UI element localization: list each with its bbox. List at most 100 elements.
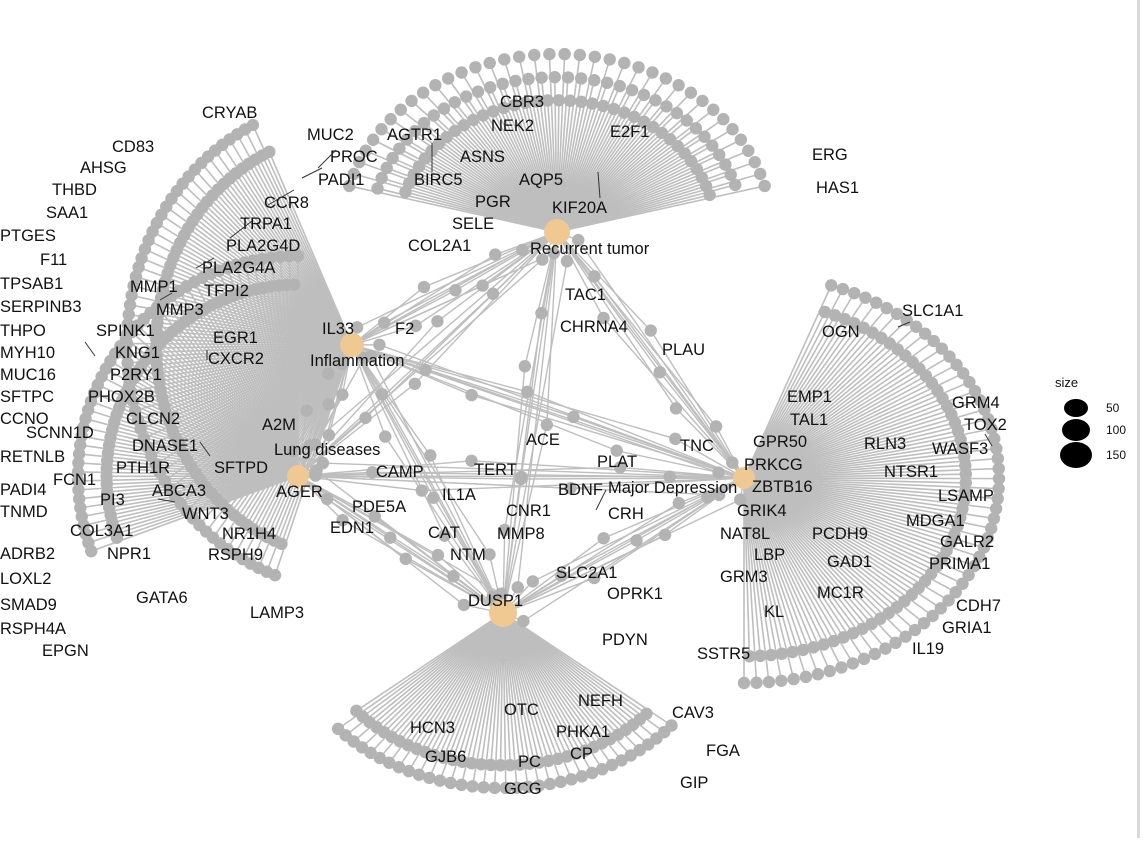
gene-label-f11: F11: [40, 251, 67, 269]
gene-node: [509, 75, 521, 87]
gene-label-col2a1: COL2A1: [408, 237, 471, 255]
gene-node: [776, 648, 788, 660]
gene-label-p2ry1: P2RY1: [110, 366, 162, 384]
gene-node: [848, 287, 860, 299]
gene-label-cd83: CD83: [112, 138, 154, 156]
shared-gene-node: [431, 315, 443, 327]
gene-label-abca3: ABCA3: [152, 482, 206, 500]
gene-node: [859, 292, 871, 304]
gene-label-tert: TERT: [474, 461, 517, 479]
gene-label-kif20a: KIF20A: [552, 199, 607, 217]
gene-label-lamp3: LAMP3: [250, 604, 304, 622]
gene-label-scnn1d: SCNN1D: [26, 424, 94, 442]
gene-label-kng1: KNG1: [115, 344, 160, 362]
gene-label-sftpc: SFTPC: [0, 388, 54, 406]
gene-node: [564, 95, 576, 107]
gene-label-adrb2: ADRB2: [0, 545, 55, 563]
gene-label-e2f1: E2F1: [610, 123, 649, 141]
gene-label-plau: PLAU: [662, 341, 705, 359]
gene-node: [576, 770, 588, 782]
shared-gene-node: [465, 389, 477, 401]
shared-gene-node: [449, 284, 461, 296]
legend-label-50: 50: [1106, 401, 1120, 415]
shared-gene-node: [379, 430, 391, 442]
gene-node: [434, 774, 446, 786]
gene-node: [758, 180, 770, 192]
gene-label-aqp5: AQP5: [519, 171, 563, 189]
gene-label-ntm: NTM: [450, 546, 486, 564]
gene-node: [825, 279, 837, 291]
gene-node: [498, 53, 510, 65]
shared-gene-node: [416, 484, 428, 496]
category-label-lung: Lung diseases: [274, 441, 380, 459]
gene-label-has1: HAS1: [816, 179, 859, 197]
gene-node: [477, 781, 489, 793]
gene-label-agtr1: AGTR1: [387, 126, 442, 144]
gene-label-sftpd: SFTPD: [214, 459, 268, 477]
gene-node: [824, 665, 836, 677]
shared-gene-node: [322, 398, 334, 410]
gene-node: [350, 705, 362, 717]
gene-label-bdnf: BDNF: [558, 481, 603, 499]
gene-node: [483, 57, 495, 69]
gene-node: [444, 777, 456, 789]
shared-gene-node: [427, 492, 439, 504]
gene-label-edn1: EDN1: [330, 519, 374, 537]
gene-label-smad9: SMAD9: [0, 596, 57, 614]
gene-node: [869, 648, 881, 660]
gene-label-hcn3: HCN3: [410, 719, 455, 737]
shared-gene-node: [384, 531, 396, 543]
gene-node: [588, 74, 600, 86]
gene-label-asns: ASNS: [460, 148, 505, 166]
gene-node: [395, 104, 407, 116]
gene-node: [575, 72, 587, 84]
gene-label-ace: ACE: [526, 431, 560, 449]
gene-label-cav3: CAV3: [672, 704, 714, 722]
shared-gene-node: [670, 402, 682, 414]
gene-node: [749, 156, 761, 168]
gene-label-pla2g4d: PLA2G4D: [226, 237, 300, 255]
gene-node: [649, 94, 661, 106]
gene-node: [496, 78, 508, 90]
shared-gene-node: [487, 288, 499, 300]
gene-label-prima1: PRIMA1: [929, 555, 990, 573]
gene-label-pc: PC: [518, 753, 541, 771]
gene-label-thpo: THPO: [0, 322, 46, 340]
gene-label-nefh: NEFH: [578, 692, 623, 710]
gene-label-egr1: EGR1: [213, 329, 258, 347]
gene-node: [638, 89, 650, 101]
gene-node: [384, 113, 396, 125]
gene-label-tox2: TOX2: [964, 416, 1007, 434]
gene-node: [632, 61, 644, 73]
gene-node: [835, 661, 847, 673]
gene-node: [797, 644, 809, 656]
gene-node: [660, 72, 672, 84]
gene-label-cxcr2: CXCR2: [208, 350, 264, 368]
gene-node: [455, 779, 467, 791]
gene-label-kl: KL: [764, 603, 784, 621]
gene-label-padi4: PADI4: [0, 481, 46, 499]
gene-node: [558, 48, 570, 60]
gene-label-ager: AGER: [276, 483, 323, 501]
gene-label-ahsg: AHSG: [80, 159, 127, 177]
gene-node: [754, 168, 766, 180]
shared-gene-node: [310, 464, 322, 476]
gene-label-clcn2: CLCN2: [126, 410, 180, 428]
gene-label-f2: F2: [395, 320, 414, 338]
shared-gene-node: [400, 553, 412, 565]
gene-label-cat: CAT: [428, 524, 460, 542]
gene-label-gpr50: GPR50: [753, 433, 807, 451]
gene-label-loxl2: LOXL2: [0, 570, 51, 588]
category-label-depression: Major Depression: [608, 479, 737, 497]
gene-label-a2m: A2M: [262, 416, 296, 434]
gene-label-rsph9: RSPH9: [208, 546, 263, 564]
gene-label-pcdh9: PCDH9: [812, 525, 868, 543]
gene-label-wasf3: WASF3: [932, 440, 988, 458]
gene-node: [528, 49, 540, 61]
shared-gene-node: [535, 307, 547, 319]
gene-label-crh: CRH: [608, 505, 644, 523]
gene-node: [565, 773, 577, 785]
